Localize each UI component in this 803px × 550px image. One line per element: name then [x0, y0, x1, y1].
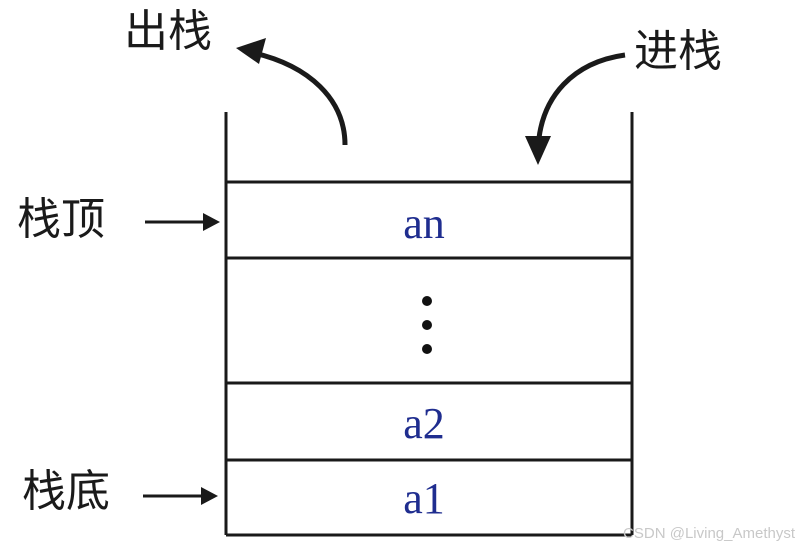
- ellipsis-dot: [422, 320, 432, 330]
- push-arrow: [535, 52, 626, 151]
- pop-arrowhead: [236, 38, 266, 64]
- cell-element-a1: a1: [403, 474, 445, 523]
- cell-element-a2: a2: [403, 399, 445, 448]
- push-label: 进栈: [634, 26, 722, 77]
- pop-arrow: [249, 49, 348, 146]
- push-arrowhead: [525, 136, 551, 165]
- cell-element-an: an: [403, 199, 445, 248]
- cell-ellipsis: [422, 296, 434, 358]
- stack-top-label: 栈顶: [17, 194, 105, 245]
- bottom-pointer-arrowhead: [201, 487, 218, 505]
- watermark: CSDN @Living_Amethyst: [623, 525, 795, 542]
- ellipsis-dot: [422, 296, 432, 306]
- stack-bottom-label: 栈底: [22, 466, 110, 517]
- ellipsis-dot: [422, 344, 432, 354]
- pop-label: 出栈: [124, 6, 212, 57]
- top-pointer-arrowhead: [203, 213, 220, 231]
